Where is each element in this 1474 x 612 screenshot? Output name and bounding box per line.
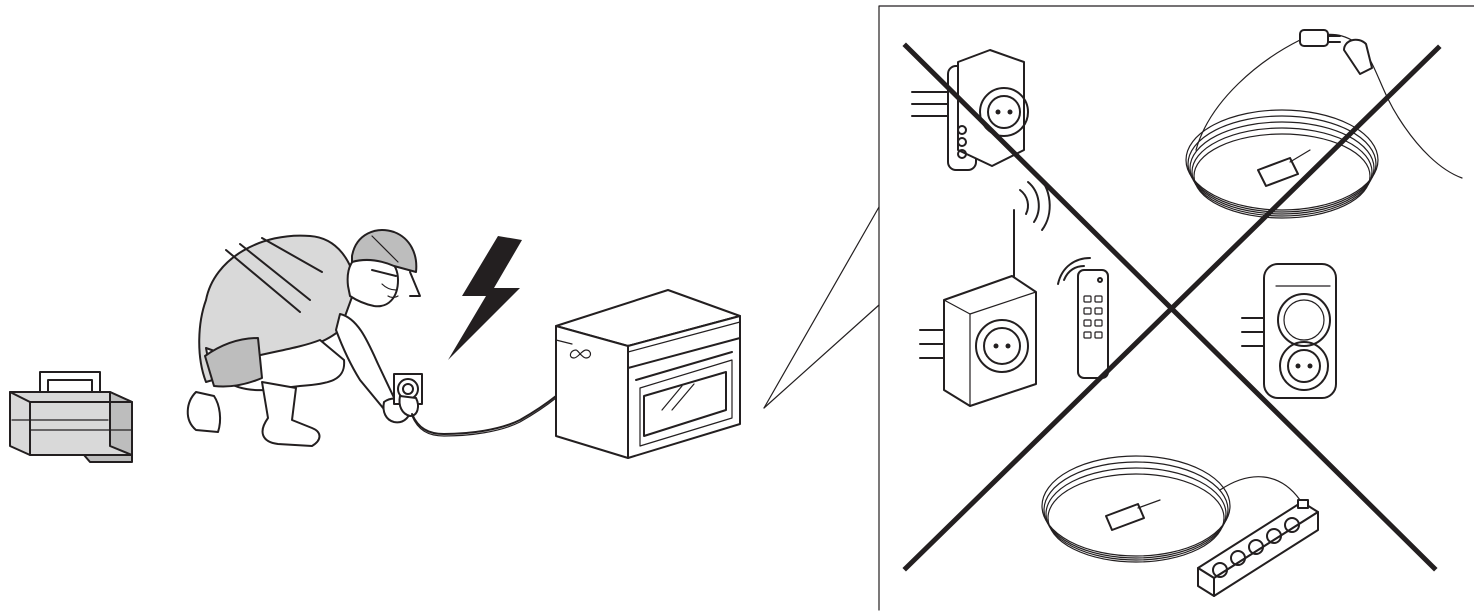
remote-control-icon: [1057, 257, 1109, 379]
wall-socket-icon: [393, 373, 423, 417]
oven-icon: [555, 289, 741, 459]
power-strip-icon: [1041, 455, 1319, 597]
toolbox-icon: [9, 371, 133, 463]
callout-panel: [878, 5, 1474, 611]
remote-switch-socket-icon: [919, 173, 1051, 407]
timer-socket-icon: [1241, 263, 1337, 399]
callout-line-top: [763, 206, 880, 409]
callout-line-bottom: [763, 304, 880, 409]
electrician-icon: [186, 229, 421, 447]
prohibited-cross-icon: [902, 42, 1442, 572]
power-cable-icon: [411, 395, 557, 435]
lightning-bolt-icon: [448, 236, 522, 360]
extension-reel-icon: [1185, 29, 1463, 219]
